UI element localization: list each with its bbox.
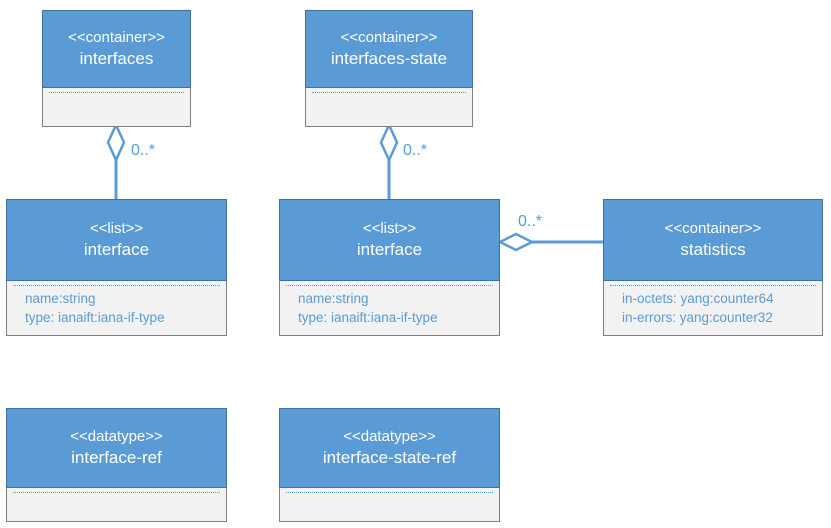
multiplicity-label: 0..* <box>403 142 428 159</box>
divider <box>13 492 220 493</box>
class-stereotype: <<container>> <box>664 220 762 237</box>
class-header: <<list>> interface <box>279 199 500 281</box>
class-box-interface-ref[interactable]: <<datatype>> interface-ref <box>6 408 227 522</box>
class-header: <<container>> statistics <box>603 199 823 281</box>
class-stereotype: <<container>> <box>68 29 165 46</box>
class-name: interface-ref <box>71 448 162 467</box>
class-box-interface[interactable]: <<list>> interface name:string type: ian… <box>6 199 227 336</box>
attribute-list: name:string type: ianaift:iana-if-type <box>298 289 495 327</box>
class-name: interface <box>356 240 423 259</box>
class-name: interfaces <box>79 49 154 68</box>
association-interfaces-interface <box>106 121 126 199</box>
attribute: type: ianaift:iana-if-type <box>298 310 438 325</box>
class-stereotype: <<datatype>> <box>70 428 163 445</box>
multiplicity-label: 0..* <box>131 142 156 159</box>
class-box-interfaces[interactable]: <<container>> interfaces <box>42 10 191 127</box>
class-box-interface-state[interactable]: <<list>> interface name:string type: ian… <box>279 199 500 336</box>
class-header: <<datatype>> interface-state-ref <box>279 408 500 488</box>
class-header: <<list>> interface <box>6 199 227 281</box>
class-header: <<container>> interfaces <box>42 10 191 88</box>
class-body: in-octets: yang:counter64 in-errors: yan… <box>603 281 823 336</box>
class-name: interface-state-ref <box>322 448 457 467</box>
class-body <box>6 488 227 522</box>
attribute: type: ianaift:iana-if-type <box>25 310 165 325</box>
class-name: interface <box>83 240 150 259</box>
class-stereotype: <<container>> <box>340 29 438 46</box>
class-box-interface-state-ref[interactable]: <<datatype>> interface-state-ref <box>279 408 500 522</box>
class-stereotype: <<list>> <box>89 220 144 237</box>
aggregation-diamond-icon <box>497 232 535 252</box>
class-stereotype: <<datatype>> <box>343 428 436 445</box>
divider <box>286 492 493 493</box>
class-body <box>279 488 500 522</box>
divider <box>286 285 493 286</box>
attribute-list: name:string type: ianaift:iana-if-type <box>25 289 222 327</box>
class-header: <<datatype>> interface-ref <box>6 408 227 488</box>
attribute: name:string <box>298 291 369 306</box>
class-name: interfaces-state <box>330 49 448 68</box>
divider <box>610 285 816 286</box>
attribute: in-errors: yang:counter32 <box>622 310 773 325</box>
attribute: name:string <box>25 291 96 306</box>
class-header: <<container>> interfaces-state <box>305 10 473 88</box>
class-body <box>42 88 191 127</box>
divider <box>49 92 184 93</box>
class-box-interfaces-state[interactable]: <<container>> interfaces-state <box>305 10 473 127</box>
association-interfaces-state-interface <box>379 121 399 199</box>
divider <box>13 285 220 286</box>
association-interface-statistics <box>497 232 603 252</box>
attribute: in-octets: yang:counter64 <box>622 291 774 306</box>
class-body: name:string type: ianaift:iana-if-type <box>279 281 500 336</box>
attribute-list: in-octets: yang:counter64 in-errors: yan… <box>622 289 818 327</box>
class-body: name:string type: ianaift:iana-if-type <box>6 281 227 336</box>
class-name: statistics <box>680 240 746 259</box>
aggregation-diamond-icon <box>379 121 399 164</box>
class-box-statistics[interactable]: <<container>> statistics in-octets: yang… <box>603 199 823 336</box>
class-stereotype: <<list>> <box>362 220 417 237</box>
aggregation-diamond-icon <box>106 121 126 164</box>
divider <box>312 92 466 93</box>
class-body <box>305 88 473 127</box>
multiplicity-label: 0..* <box>518 213 543 230</box>
